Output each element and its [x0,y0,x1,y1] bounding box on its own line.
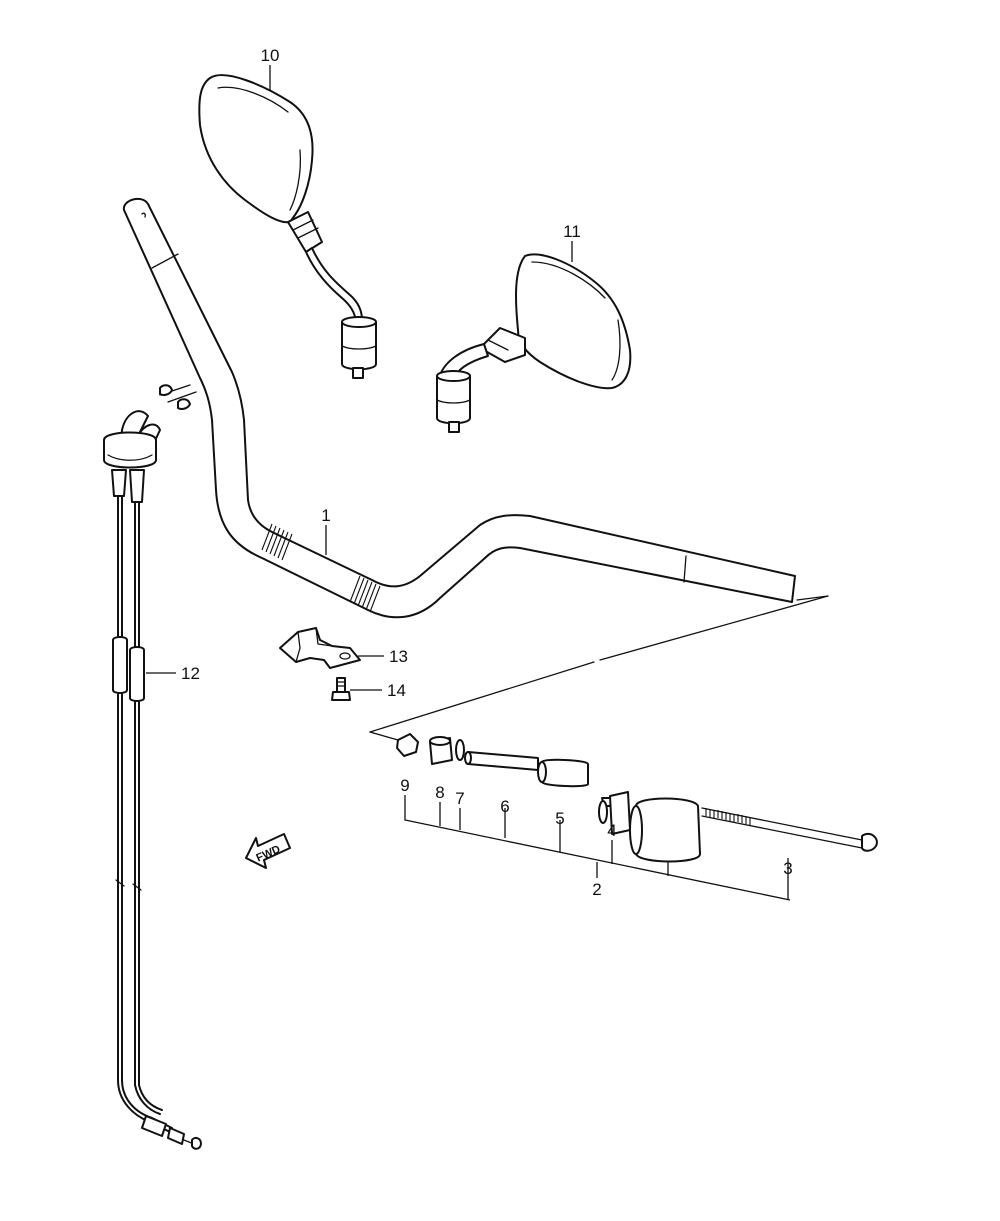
callout-11: 11 [563,222,581,241]
cable-clamp[interactable] [279,627,361,669]
callout-12: 12 [181,664,200,683]
knurl-band-right [349,575,381,613]
callout-9: 9 [400,776,409,795]
handlebar[interactable] [122,197,829,741]
callout-5: 5 [555,809,564,828]
callout-3: 3 [783,859,792,878]
callout-13: 13 [389,647,408,666]
mirror-left[interactable] [198,74,377,379]
callout-6: 6 [500,797,509,816]
callout-10: 10 [261,46,280,65]
bolt-thread [705,808,751,825]
screw[interactable] [331,677,351,701]
callout-2: 2 [592,880,601,899]
callout-14: 14 [387,681,406,700]
callout-4: 4 [607,821,616,840]
callout-8: 8 [435,783,444,802]
balancer-assembly[interactable] [396,733,878,901]
knurl-band-left [261,523,293,561]
callout-7: 7 [455,789,464,808]
callout-1: 1 [321,506,330,525]
forward-arrow-icon: FWD [245,833,291,869]
mirror-right[interactable] [436,253,632,433]
throttle-cable[interactable] [103,384,202,1150]
